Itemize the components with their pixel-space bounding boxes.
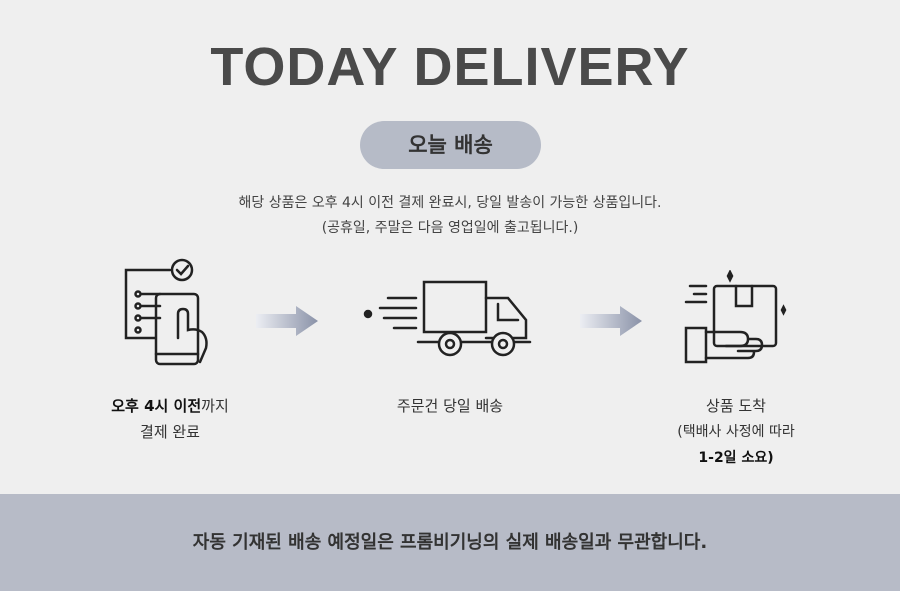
description-line-2: (공휴일, 주말은 다음 영업일에 출고됩니다.) [321, 220, 579, 236]
today-delivery-badge: 오늘 배송 [360, 121, 541, 169]
page-title: TODAY DELIVERY [210, 37, 690, 97]
delivery-truck-icon [363, 280, 532, 357]
step-payment-line-1: 오후 4시 이전까지 [60, 393, 280, 419]
arrow-icon [580, 306, 642, 336]
step-shipping-label: 주문건 당일 배송 [396, 397, 504, 415]
package-hand-icon [684, 270, 787, 364]
step-shipping: 주문건 당일 배송 [340, 393, 560, 419]
phone-order-icon [124, 258, 208, 366]
step-payment: 오후 4시 이전까지 결제 완료 [60, 393, 280, 445]
step-payment-suffix: 까지 [201, 397, 229, 415]
step-arrival: 상품 도착 (택배사 사정에 따라 1-2일 소요) [626, 393, 846, 471]
step-arrival-note-1: (택배사 사정에 따라 [677, 424, 795, 440]
arrow-icon [256, 306, 318, 336]
step-arrival-label: 상품 도착 [706, 397, 766, 415]
cutoff-time: 오후 4시 이전 [111, 397, 202, 415]
description-line-1: 해당 상품은 오후 4시 이전 결제 완료시, 당일 발송이 가능한 상품입니다… [238, 195, 662, 211]
notice-band: 자동 기재된 배송 예정일은 프롬비기닝의 실제 배송일과 무관합니다. [0, 494, 900, 591]
description: 해당 상품은 오후 4시 이전 결제 완료시, 당일 발송이 가능한 상품입니다… [0, 191, 900, 241]
step-arrival-note-2: 1-2일 소요) [698, 450, 774, 466]
step-payment-line-2: 결제 완료 [140, 423, 200, 441]
